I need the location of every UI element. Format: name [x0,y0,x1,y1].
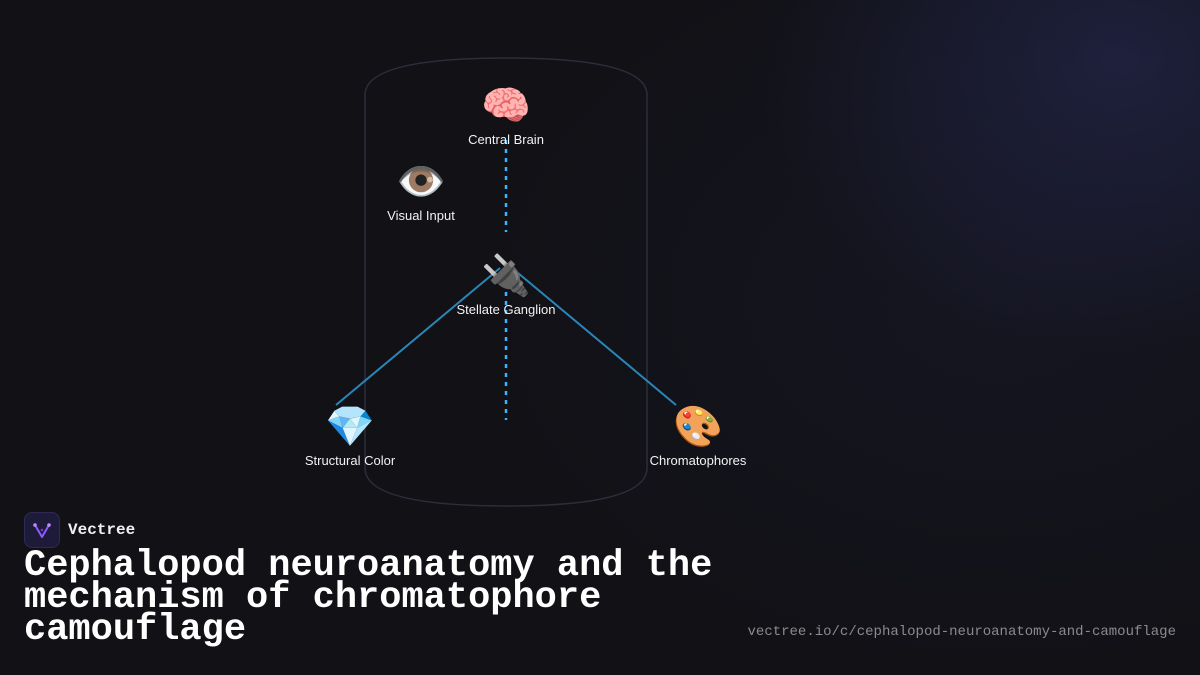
page-title: Cephalopod neuroanatomy and the mechanis… [24,545,713,651]
link-stellate-chromatophores [511,267,677,406]
node-label: Central Brain [468,132,544,147]
node-label: Chromatophores [649,453,747,468]
eye-icon: 👁️ [396,159,446,205]
node-central-brain[interactable]: 🧠 Central Brain [426,82,586,147]
brain-icon: 🧠 [481,83,531,129]
node-stellate-ganglion[interactable]: 🔌 Stellate Ganglion [426,252,586,317]
link-stellate-structural [335,267,501,406]
plug-icon: 🔌 [481,253,531,299]
node-chromatophores[interactable]: 🎨 Chromatophores [618,403,778,468]
container-outline [364,57,648,507]
vectree-logo-icon [24,512,60,548]
gem-icon: 💎 [325,404,375,450]
node-label: Stellate Ganglion [456,302,556,317]
node-label: Structural Color [304,453,396,468]
brand[interactable]: Vectree [24,512,135,548]
brand-name: Vectree [68,521,136,539]
node-structural-color[interactable]: 💎 Structural Color [270,403,430,468]
page-url[interactable]: vectree.io/c/cephalopod-neuroanatomy-and… [747,624,1176,640]
node-label: Visual Input [387,208,455,223]
node-visual-input[interactable]: 👁️ Visual Input [341,158,501,223]
palette-icon: 🎨 [673,404,723,450]
